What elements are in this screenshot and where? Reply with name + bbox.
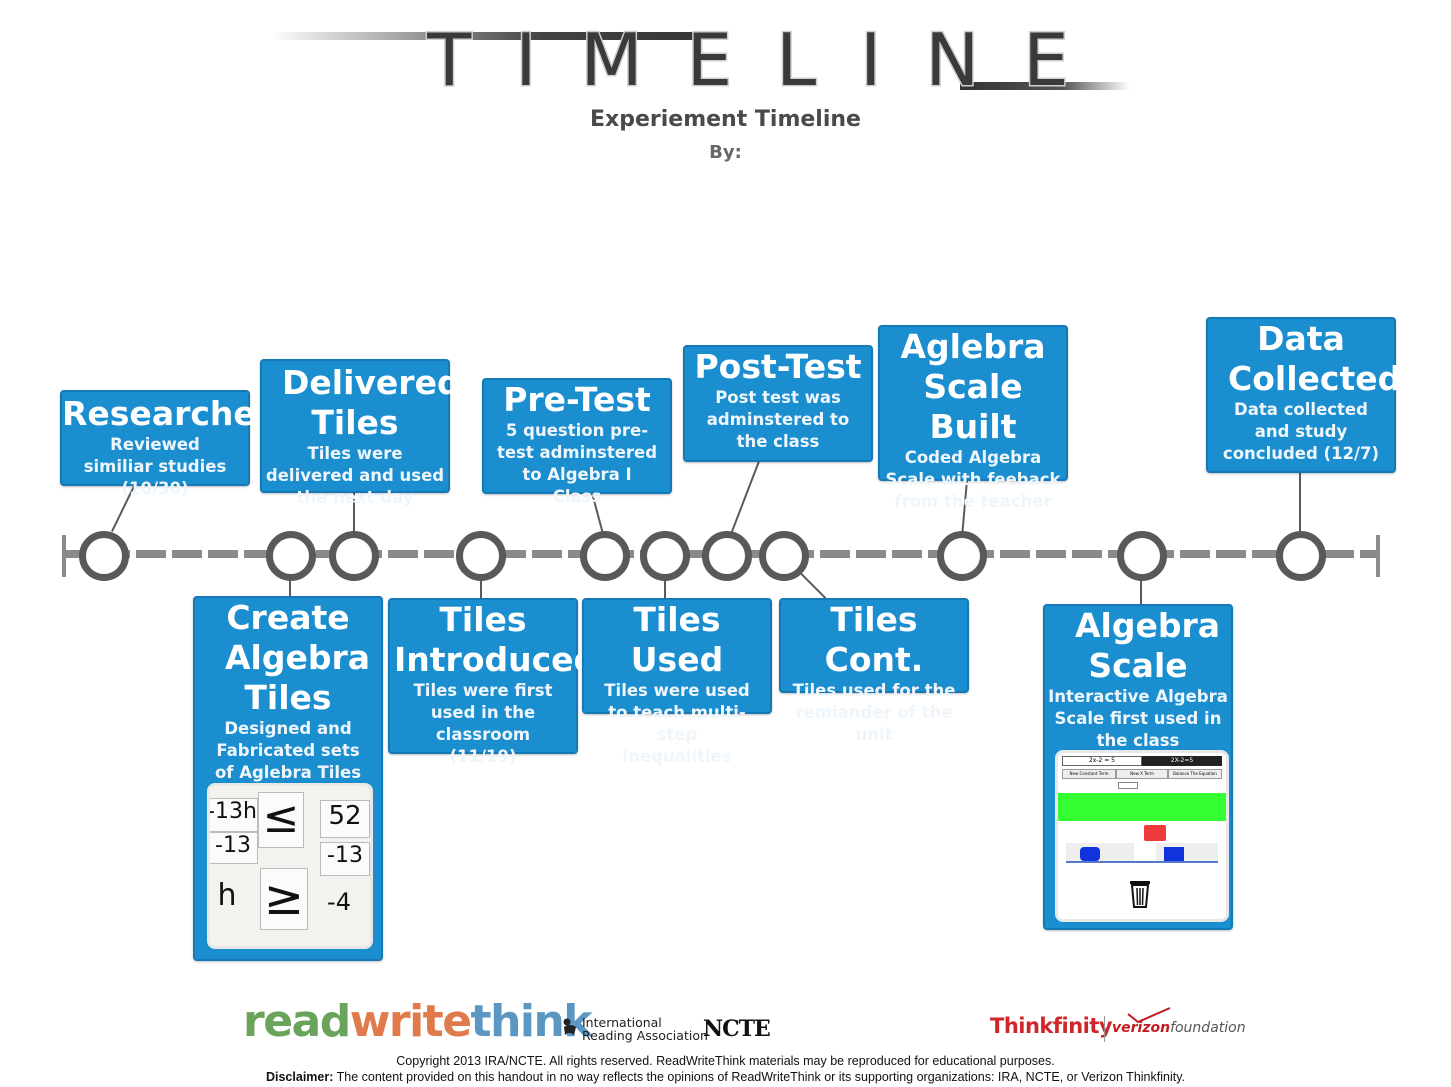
- connector-tiles-used: [664, 577, 666, 599]
- tile: ≥: [260, 868, 308, 930]
- page-title: TIMELINE: [426, 17, 1113, 104]
- event-card-data-collected: Data Collected Data collected and study …: [1206, 317, 1402, 473]
- event-card-tiles-introduced: Tiles Introduced Tiles were first used i…: [388, 598, 598, 766]
- event-description: Coded Algebra Scale with feeback from th…: [885, 448, 1061, 511]
- event-description: Tiles were first used in the classroom (…: [413, 681, 553, 766]
- event-card-create-algebra-tiles: Create Algebra Tiles Designed and Fabric…: [193, 596, 383, 961]
- connector-create-tiles: [289, 577, 291, 597]
- event-title: Researched: [62, 394, 280, 433]
- timeline-node-6: [640, 531, 690, 581]
- ncte-logo: NCTE: [703, 1016, 771, 1042]
- event-title: Delivered Tiles: [282, 363, 461, 442]
- verizon-foundation-logo: verizonfoundation: [1112, 1020, 1246, 1036]
- event-card-tiles-cont: Tiles Cont. Tiles used for the remiander…: [779, 598, 969, 744]
- connector-algebra-scale: [1140, 577, 1142, 605]
- timeline-node-1: [79, 531, 129, 581]
- event-card-pre-test: Pre-Test 5 question pre-test adminstered…: [482, 378, 672, 506]
- event-title: Pre-Test: [503, 380, 651, 419]
- event-title: Tiles Introduced: [394, 600, 598, 679]
- ira-logo-text: International Reading Association: [582, 1015, 708, 1043]
- event-description: Tiles were delivered and used the next d…: [265, 444, 445, 507]
- trash-icon: [1130, 881, 1150, 908]
- event-title: Post-Test: [694, 347, 862, 386]
- connector-data-collected: [1299, 472, 1301, 534]
- timeline-start-cap: [62, 535, 66, 577]
- tile: -13: [320, 842, 370, 876]
- timeline-node-4: [456, 531, 506, 581]
- timeline-node-5: [580, 531, 630, 581]
- scale-blue-block: [1164, 847, 1184, 861]
- timeline-node-2: [266, 531, 316, 581]
- event-title: Create Algebra Tiles: [225, 598, 371, 717]
- copyright-notice: Copyright 2013 IRA/NCTE. All rights rese…: [396, 1054, 1055, 1068]
- scale-beam: [1066, 861, 1218, 863]
- byline: By:: [709, 142, 742, 163]
- verizon-check-icon: [1127, 1007, 1171, 1024]
- event-description: Designed and Fabricated sets of Aglebra …: [214, 719, 362, 782]
- timeline-end-cap: [1376, 535, 1380, 577]
- timeline-node-9: [937, 531, 987, 581]
- tile: ≤: [258, 792, 304, 848]
- scale-button: New X Term: [1116, 769, 1168, 779]
- scale-blue-block: [1080, 847, 1100, 861]
- event-description: Reviewed similiar studies (10/30): [83, 435, 227, 498]
- connector-delivered-tiles: [353, 492, 355, 534]
- algebra-scale-screenshot: 2x-2 = 5 2X-2=5 New Constant Term New X …: [1055, 750, 1229, 922]
- subtitle: Experiement Timeline: [590, 107, 861, 132]
- tile: -4: [327, 888, 351, 916]
- event-card-researched: Researched Reviewed similiar studies (10…: [60, 390, 280, 498]
- event-description: 5 question pre-test adminstered to Algeb…: [496, 421, 658, 506]
- disclaimer: Disclaimer: The content provided on this…: [265, 1070, 1185, 1084]
- tile: h: [217, 878, 237, 913]
- scale-green-bar: [1058, 793, 1226, 821]
- connector-tiles-cont: [798, 570, 827, 599]
- logo-separator: [1104, 1016, 1105, 1042]
- event-title: Aglebra Scale Built: [900, 327, 1046, 446]
- timeline-node-8: [759, 531, 809, 581]
- thinkfinity-logo: Thinkfinity: [990, 1014, 1113, 1038]
- timeline-node-11: [1276, 531, 1326, 581]
- algebra-tiles-photo: -13h ≤ 52 -13 -13 h ≥ -4: [207, 783, 373, 949]
- scale-tab: 2x-2 = 5: [1062, 756, 1142, 766]
- event-description: Tiles were used to teach multi-step ineq…: [604, 681, 750, 766]
- event-description: Interactive Algebra Scale first used in …: [1048, 687, 1228, 750]
- timeline-node-10: [1117, 531, 1167, 581]
- title-streak-left: [270, 32, 720, 40]
- ira-logo-icon: [563, 1018, 576, 1035]
- scale-red-block: [1144, 825, 1166, 841]
- tile: 52: [320, 800, 370, 838]
- event-title: Tiles Cont.: [824, 600, 924, 679]
- scale-input: [1118, 782, 1138, 789]
- event-title: Data Collected: [1228, 319, 1402, 398]
- tile: -13: [210, 832, 258, 864]
- scale-button: New Constant Term: [1062, 769, 1116, 779]
- scale-tab: 2X-2=5: [1142, 756, 1222, 766]
- scale-button: Balance The Equation: [1168, 769, 1222, 779]
- timeline-node-3: [329, 531, 379, 581]
- event-description: Tiles used for the remiander of the unit: [792, 681, 956, 744]
- readwritethink-logo: readwritethink: [243, 996, 593, 1047]
- timeline-node-7: [702, 531, 752, 581]
- timeline-title-banner: TIMELINE: [270, 17, 1130, 104]
- scale-left-pan: [1066, 843, 1134, 861]
- event-title: Tiles Used: [630, 600, 724, 679]
- connector-post-test: [730, 461, 760, 533]
- title-streak-right: [960, 82, 1130, 90]
- connector-tiles-introduced: [480, 577, 482, 599]
- event-description: Post test was adminstered to the class: [706, 388, 850, 451]
- event-description: Data collected and study concluded (12/7…: [1222, 400, 1380, 463]
- event-card-delivered-tiles: Delivered Tiles Tiles were delivered and…: [260, 359, 461, 507]
- event-card-tiles-used: Tiles Used Tiles were used to teach mult…: [582, 598, 772, 766]
- event-card-scale-built: Aglebra Scale Built Coded Algebra Scale …: [878, 325, 1068, 511]
- event-card-algebra-scale: Algebra Scale Interactive Algebra Scale …: [1043, 604, 1233, 930]
- tile: -13h: [210, 798, 258, 832]
- event-title: Algebra Scale: [1075, 606, 1221, 685]
- event-card-post-test: Post-Test Post test was adminstered to t…: [683, 345, 873, 462]
